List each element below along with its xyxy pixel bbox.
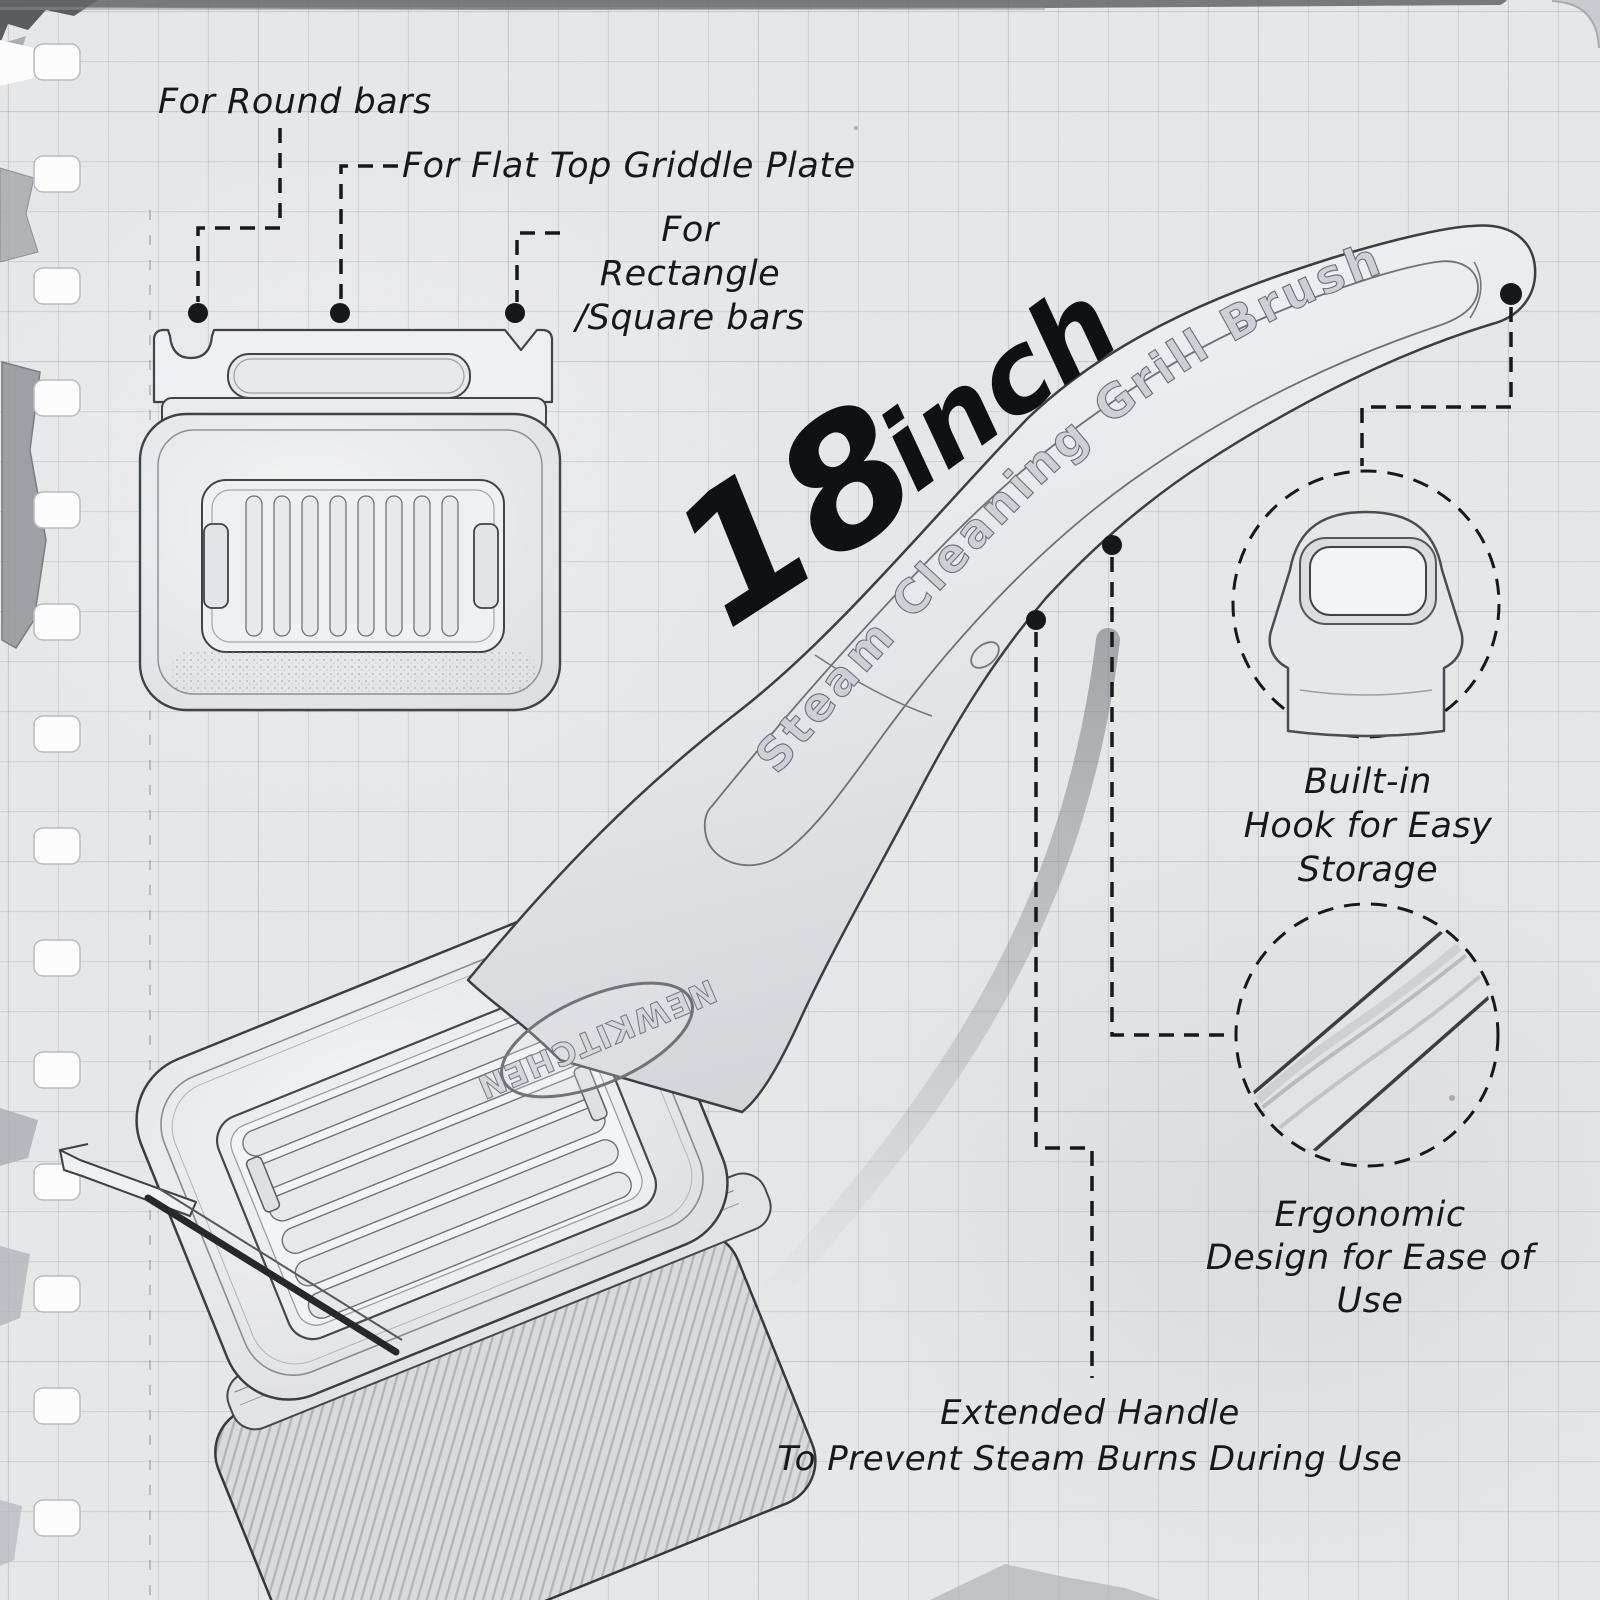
hook-detail-callout — [1231, 469, 1501, 739]
hole-punch — [33, 1051, 81, 1089]
hole-punch — [33, 827, 81, 865]
label-ergo-line1: Ergonomic — [1274, 1195, 1466, 1235]
label-for-round-bars: For Round bars — [158, 82, 432, 122]
hole-punch — [33, 267, 81, 305]
leader-rectangle — [515, 231, 560, 302]
leader-round-bars — [196, 128, 282, 302]
handle-seam-line — [814, 654, 933, 717]
leader-flat-top — [339, 164, 398, 302]
steam-release-hole — [970, 641, 1000, 669]
ergonomic-detail-circle — [1234, 902, 1500, 1168]
hole-punch — [33, 939, 81, 977]
hole-punch — [33, 1163, 81, 1201]
label-extended-line1: Extended Handle — [940, 1393, 1240, 1433]
leader-extended-handle — [1034, 632, 1094, 1378]
leader-dot-ergonomic — [1102, 535, 1122, 555]
leader-ergonomic — [1110, 557, 1234, 1037]
hole-punch — [33, 379, 81, 417]
ergonomic-detail-callout — [1234, 902, 1500, 1168]
leader-dot-rectangle — [505, 303, 525, 323]
binder-holes — [0, 40, 81, 1537]
leader-dot-extended-handle — [1026, 610, 1046, 630]
hole-punch — [33, 1499, 81, 1537]
leader-hook — [1360, 307, 1513, 466]
hole-punch — [33, 155, 81, 193]
label-ergo-line2: Design for Ease of Use — [1205, 1238, 1535, 1321]
label-rectangle-line1: For Rectangle — [599, 210, 781, 294]
label-built-in-hook: Built-in Hook for Easy Storage — [1172, 760, 1564, 892]
hole-punch — [33, 1387, 81, 1425]
label-for-flat-top-griddle: For Flat Top Griddle Plate — [402, 146, 856, 186]
handle-shadow-swoosh — [758, 628, 1120, 1307]
label-extended-handle: Extended Handle To Prevent Steam Burns D… — [768, 1390, 1412, 1482]
front-view-sketch — [138, 328, 562, 712]
label-hook-line1: Built-in — [1304, 762, 1432, 802]
label-ergonomic-design: Ergonomic Design for Ease of Use — [1168, 1194, 1572, 1323]
scraper-blade — [59, 1143, 403, 1356]
leader-dots — [188, 283, 1522, 630]
label-for-rectangle-square-bars: For Rectangle /Square bars — [566, 208, 814, 340]
handle-embossed-panel — [703, 260, 1479, 867]
hole-punch — [33, 715, 81, 753]
hole-punch — [33, 43, 81, 81]
label-hook-line2: Hook for Easy Storage — [1243, 806, 1493, 890]
leader-dot-round-bars — [188, 303, 208, 323]
leader-dot-flat-top — [330, 303, 350, 323]
leader-dot-hook — [1500, 283, 1522, 305]
leader-lines — [196, 128, 1513, 1378]
hole-punch — [33, 491, 81, 529]
hole-punch — [33, 1275, 81, 1313]
hook-detail-circle — [1231, 469, 1501, 739]
label-extended-line2: To Prevent Steam Burns During Use — [777, 1439, 1403, 1479]
hole-punch — [33, 603, 81, 641]
hook-hole — [1309, 546, 1427, 616]
label-rectangle-line2: /Square bars — [575, 298, 805, 338]
